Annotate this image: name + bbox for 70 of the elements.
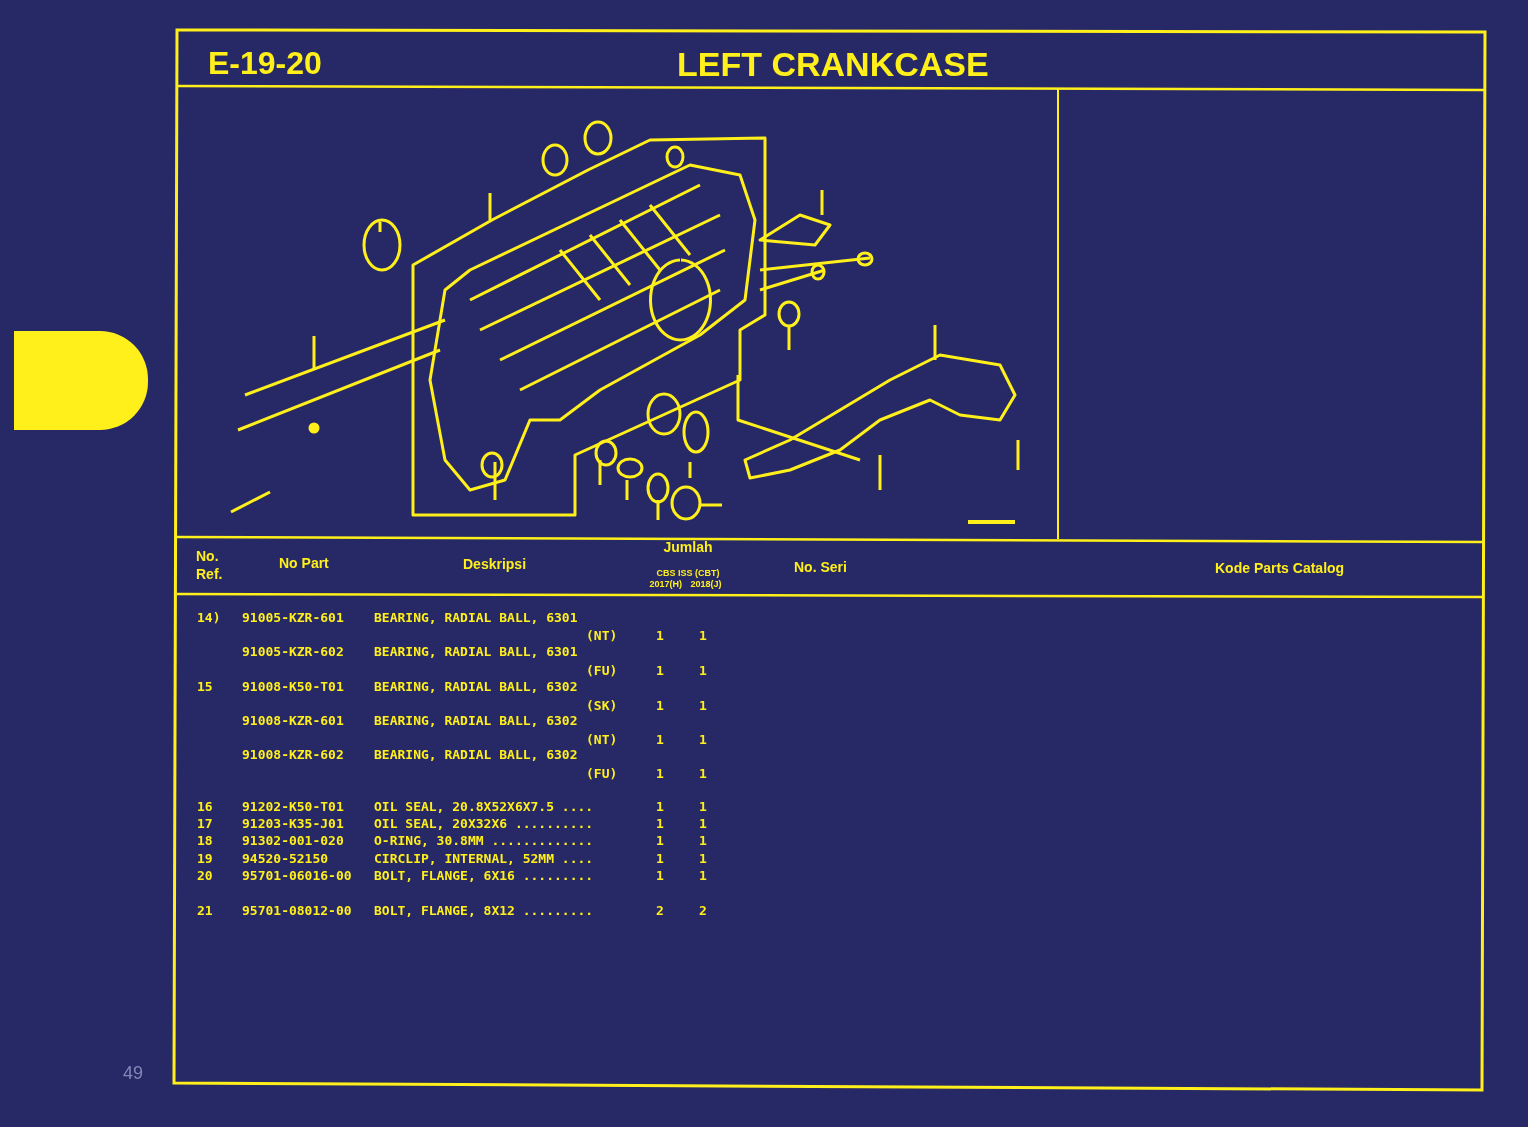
reference-number: 15 <box>197 680 213 693</box>
variant-code: (FU) <box>586 664 618 677</box>
reference-number: 17 <box>197 817 213 830</box>
variant-code: (FU) <box>586 767 618 780</box>
part-description: BEARING, RADIAL BALL, 6302 <box>374 714 578 727</box>
part-number: 91008-K50-T01 <box>242 680 344 693</box>
quantity: 1 <box>699 834 707 847</box>
quantity: 1 <box>699 767 707 780</box>
column-header: No Part <box>279 556 329 570</box>
column-subheader: 2018(J) <box>690 580 722 589</box>
quantity: 1 <box>699 664 707 677</box>
part-description: OIL SEAL, 20X32X6 .......... <box>374 817 594 830</box>
part-description: OIL SEAL, 20.8X52X6X7.5 .... <box>374 800 594 813</box>
column-header: No. Seri <box>794 560 847 574</box>
quantity: 1 <box>656 852 664 865</box>
quantity: 2 <box>656 904 664 917</box>
quantity: 1 <box>699 869 707 882</box>
column-subheader: CBS ISS (CBT) <box>656 569 720 578</box>
column-header: Kode Parts Catalog <box>1215 561 1345 575</box>
part-number: 91005-KZR-601 <box>242 611 344 624</box>
reference-number: 16 <box>197 800 213 813</box>
section-code: E-19-20 <box>208 47 322 79</box>
page-number: 49 <box>123 1064 144 1082</box>
part-number: 91005-KZR-602 <box>242 645 344 658</box>
quantity: 1 <box>656 733 664 746</box>
part-number: 91302-001-020 <box>242 834 344 847</box>
quantity: 1 <box>656 817 664 830</box>
quantity: 1 <box>656 800 664 813</box>
reference-number: 19 <box>197 852 213 865</box>
reference-number: 18 <box>197 834 213 847</box>
column-header: Jumlah <box>663 540 713 554</box>
section-tab <box>14 331 148 430</box>
part-description: BEARING, RADIAL BALL, 6302 <box>374 748 578 761</box>
quantity: 1 <box>699 629 707 642</box>
part-number: 95701-06016-00 <box>242 869 352 882</box>
part-number: 91008-KZR-601 <box>242 714 344 727</box>
part-description: BEARING, RADIAL BALL, 6301 <box>374 645 578 658</box>
quantity: 1 <box>699 852 707 865</box>
quantity: 1 <box>656 767 664 780</box>
quantity: 1 <box>699 699 707 712</box>
part-number: 91203-K35-J01 <box>242 817 344 830</box>
column-subheader: 2017(H) <box>649 580 682 589</box>
part-number: 91202-K50-T01 <box>242 800 344 813</box>
part-description: BEARING, RADIAL BALL, 6301 <box>374 611 578 624</box>
part-number: 94520-52150 <box>242 852 329 865</box>
page-title: LEFT CRANKCASE <box>677 47 989 81</box>
part-description: BOLT, FLANGE, 8X12 ......... <box>374 904 594 917</box>
quantity: 1 <box>656 699 664 712</box>
variant-code: (NT) <box>586 733 618 746</box>
quantity: 1 <box>699 800 707 813</box>
column-header: No. Ref. <box>196 547 224 583</box>
part-description: O-RING, 30.8MM ............. <box>374 834 594 847</box>
variant-code: (SK) <box>586 699 618 712</box>
quantity: 1 <box>656 664 664 677</box>
part-number: 95701-08012-00 <box>242 904 352 917</box>
variant-code: (NT) <box>586 629 618 642</box>
reference-number: 14) <box>197 611 221 624</box>
part-number: 91008-KZR-602 <box>242 748 344 761</box>
quantity: 2 <box>699 904 707 917</box>
part-description: BEARING, RADIAL BALL, 6302 <box>374 680 578 693</box>
part-description: BOLT, FLANGE, 6X16 ......... <box>374 869 594 882</box>
quantity: 1 <box>656 834 664 847</box>
quantity: 1 <box>656 629 664 642</box>
quantity: 1 <box>699 817 707 830</box>
part-description: CIRCLIP, INTERNAL, 52MM .... <box>374 852 594 865</box>
reference-number: 20 <box>197 869 213 882</box>
quantity: 1 <box>656 869 664 882</box>
column-header: Deskripsi <box>463 557 527 571</box>
quantity: 1 <box>699 733 707 746</box>
reference-number: 21 <box>197 904 213 917</box>
